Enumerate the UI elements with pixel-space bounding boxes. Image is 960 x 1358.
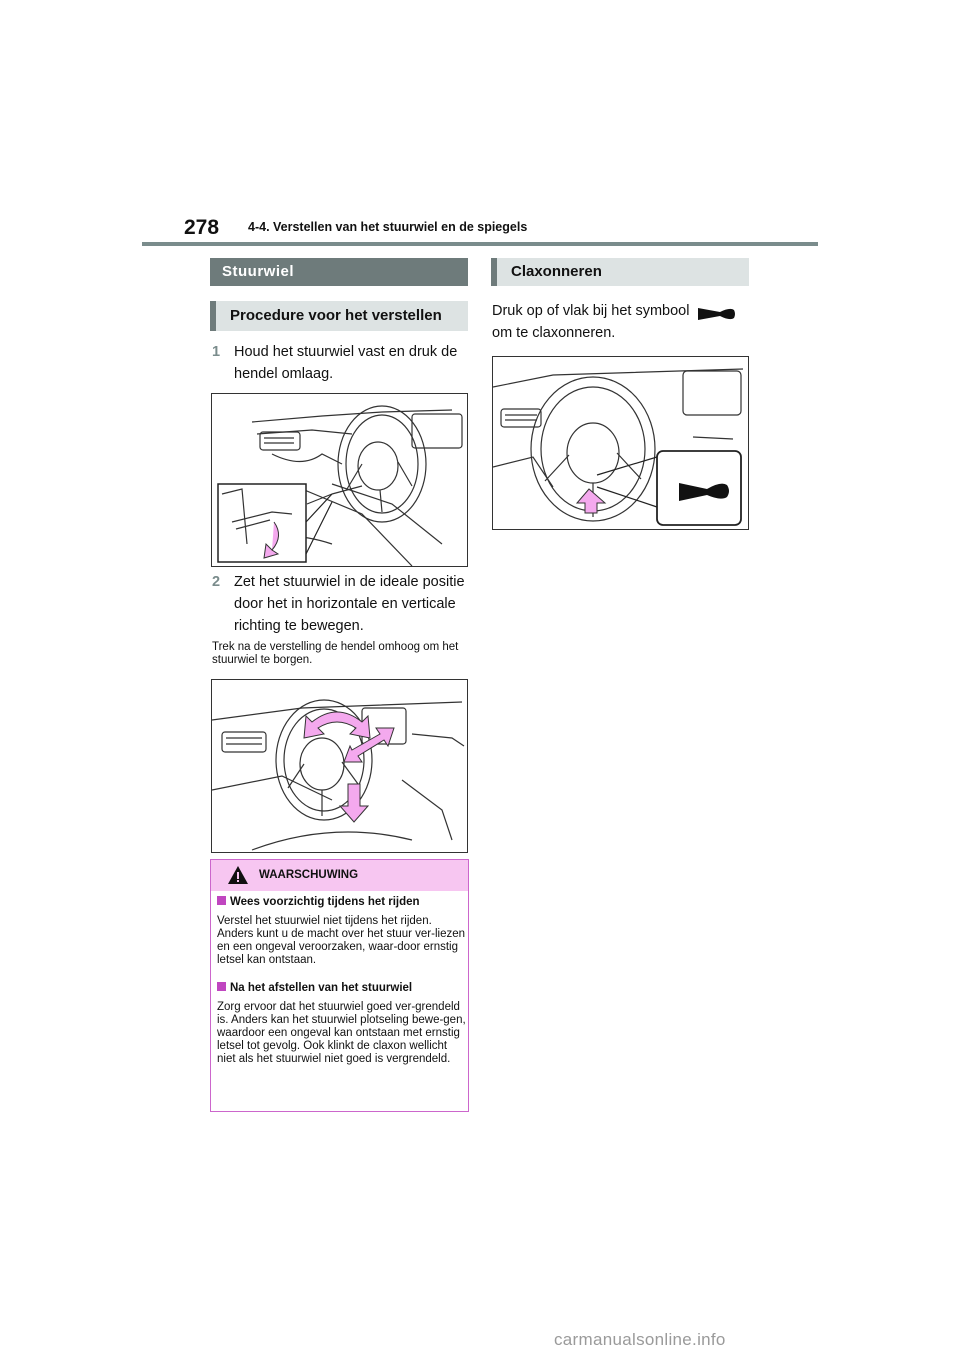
heading-stuurwiel: Stuurwiel [210,258,468,286]
warning-item-1: Wees voorzichtig tijdens het rijden Vers… [217,896,467,967]
figure-steering-adjust [211,679,468,853]
claxon-text-line2: om te claxonneren. [492,325,616,341]
horn-icon [698,308,735,320]
warning-item-2-heading-text: Na het afstellen van het stuurwiel [230,982,413,994]
warning-item-2-heading: Na het afstellen van het stuurwiel [217,982,467,995]
heading-procedure: Procedure voor het verstellen [210,301,468,331]
step-2-number: 2 [212,574,221,590]
step-1-text: Houd het stuurwiel vast en druk de hende… [234,344,458,382]
figure-horn [492,356,749,530]
step-2-text: Zet het stuurwiel in de ideale positie d… [234,574,465,634]
section-title: 4-4. Verstellen van het stuurwiel en de … [248,220,528,234]
warning-title: WAARSCHUWING [259,869,359,881]
claxon-text-line1: Druk op of vlak bij het symbool [492,303,690,319]
header-rule [142,242,818,246]
step-1: 1 Houd het stuurwiel vast en druk de hen… [212,341,474,389]
note-text: Trek na de verstelling de hendel omhoog … [212,641,459,666]
horn-illustration [493,368,744,526]
page-number: 278 [184,216,220,239]
square-bullet-icon [217,896,226,905]
warning-item-1-heading: Wees voorzichtig tijdens het rijden [217,896,467,909]
warning-header: WAARSCHUWING [211,860,468,891]
steering-adjust-illustration [212,699,465,851]
square-bullet-icon [217,982,226,991]
warning-box: WAARSCHUWING Wees voorzichtig tijdens he… [210,859,469,1112]
warning-item-2: Na het afstellen van het stuurwiel Zorg … [217,982,467,1066]
warning-item-1-heading-text: Wees voorzichtig tijdens het rijden [230,896,420,908]
warning-item-2-body: Zorg ervoor dat het stuurwiel goed ver-g… [217,1001,466,1065]
steering-lever-illustration [217,405,463,566]
figure-steering-lever [211,393,468,567]
step-2: 2 Zet het stuurwiel in de ideale positie… [212,571,474,641]
warning-triangle-icon [228,866,248,884]
step-1-number: 1 [212,344,221,360]
warning-item-1-body: Verstel het stuurwiel niet tijdens het r… [217,915,466,966]
heading-claxonneren: Claxonneren [491,258,749,286]
watermark: carmanualsonline.info [554,1330,726,1349]
